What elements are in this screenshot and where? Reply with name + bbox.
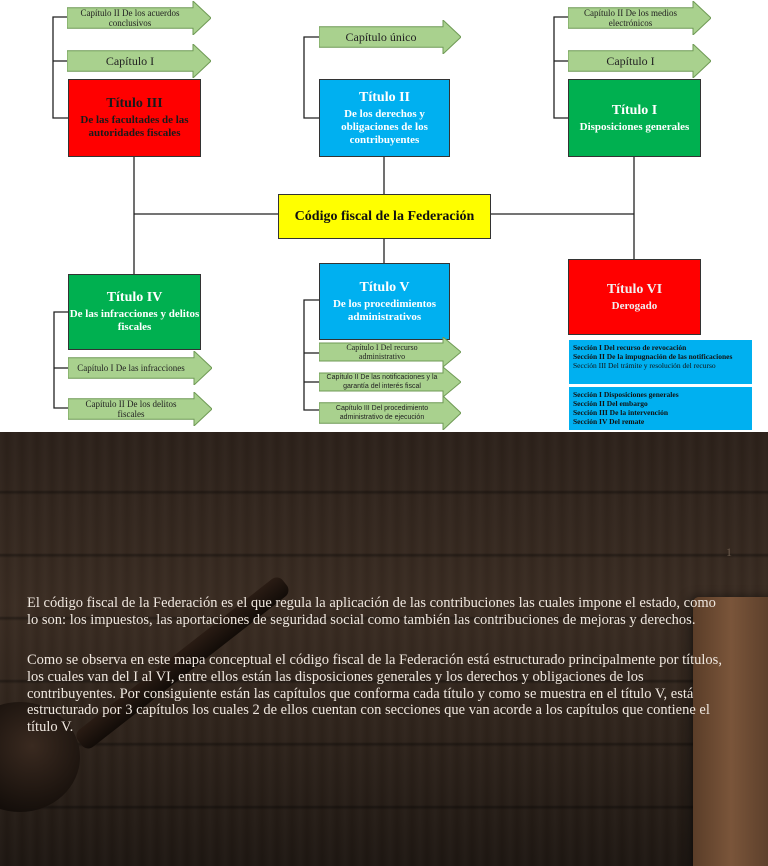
title-1-subtitle: Disposiciones generales [579,120,690,133]
title-3-subtitle: De las facultades de las autoridades fis… [80,114,189,139]
section-item: Sección III Del trámite y resolución del… [573,361,716,370]
title-4-subtitle: De las infracciones y delitos fiscales [69,308,200,333]
chapter-arrow: Capítulo II De los delitos fiscales [68,392,212,426]
central-node: Código fiscal de la Federación [278,194,491,239]
title-2-box: Título II De los derechos y obligaciones… [319,79,450,157]
central-node-label: Código fiscal de la Federación [294,208,475,224]
chapter-label: Capítulo II De los delitos fiscales [85,399,177,419]
section-item: Sección II De la impugnación de las noti… [573,352,733,361]
chapter-arrow: Capítulo II De los medios electrónicos [568,1,711,35]
title-3-box: Título III De las facultades de las auto… [68,79,201,157]
title-1-name: Título I [611,102,658,118]
chapter-label: Capítulo II De los acuerdos conclusivos [80,8,180,28]
title-5-subtitle: De los procedimientos administrativos [332,297,437,323]
title-6-subtitle: Derogado [611,299,658,312]
chapter-label: Capítulo I De las infracciones [77,363,185,373]
title-3-name: Título III [106,96,163,111]
title-6-box: Título VI Derogado [568,259,701,335]
section-item: Sección II Del embargo [573,399,648,408]
chapter-arrow: Capítulo II De las notificaciones y la g… [319,367,461,397]
chapter-label: Capítulo II De las notificaciones y la g… [326,374,438,390]
chapter-label: Capítulo I Del recurso administrativo [346,343,418,361]
paragraph-2: Como se observa en este mapa conceptual … [27,652,722,736]
book-image [693,597,768,866]
chapter-label: Capítulo único [345,29,417,44]
chapter-label: Capítulo III Del procedimiento administr… [335,405,429,421]
concept-map: Título III De las facultades de las auto… [0,0,768,432]
title-4-box: Título IV De las infracciones y delitos … [68,274,201,350]
title-4-name: Título IV [106,290,163,305]
title-1-box: Título I Disposiciones generales [568,79,701,157]
section-item: Sección III De la intervención [573,408,668,417]
chapter-arrow: Capítulo I [568,44,711,78]
title-2-name: Título II [359,89,410,105]
sections-box-chapter-3: Sección I Disposiciones generales Secció… [569,387,752,430]
title-5-box: Título V De los procedimientos administr… [319,263,450,340]
chapter-arrow: Capítulo II De los acuerdos conclusivos [67,1,211,35]
section-item: Sección I Disposiciones generales [573,390,679,399]
title-5-name: Título V [359,279,410,295]
section-item: Sección IV Del remate [573,417,645,426]
section-item: Sección I Del recurso de revocación [573,343,687,352]
title-6-name: Título VI [606,281,663,297]
connector-lines [52,16,635,411]
slide-marker: 1 [726,545,732,559]
chapter-arrow: Capítulo III Del procedimiento administr… [319,396,461,430]
chapter-label: Capítulo I [606,53,655,68]
chapter-arrow: Capítulo I De las infracciones [68,351,212,385]
chapter-label: Capítulo II De los medios electrónicos [584,8,677,28]
chapter-arrow: Capítulo I [67,44,211,78]
sections-box-chapter-1: Sección I Del recurso de revocación Secc… [569,340,752,384]
chapter-label: Capítulo I [105,53,155,68]
title-2-subtitle: De los derechos y obligaciones de los co… [341,107,428,146]
chapter-arrow: Capítulo I Del recurso administrativo [319,337,461,367]
paragraph-1: El código fiscal de la Federación es el … [27,595,716,628]
chapter-arrow: Capítulo único [319,20,461,54]
wood-background-panel: 1 El código fiscal de la Federación es e… [0,432,768,866]
